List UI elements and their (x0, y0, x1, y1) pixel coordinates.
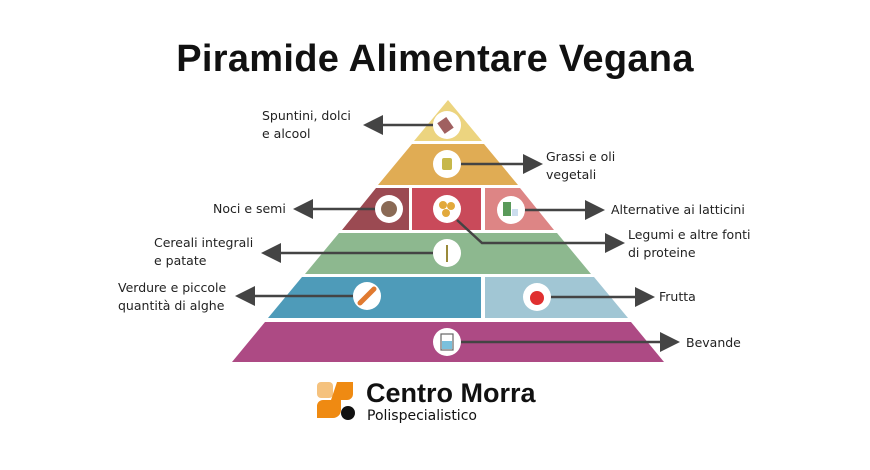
label-dairy-alt: Alternative ai latticini (611, 202, 745, 217)
legumes-icon (433, 195, 461, 223)
label-drinks: Bevande (686, 335, 741, 350)
arrow-legumes (456, 219, 625, 253)
label-nuts: Noci e semi (213, 201, 286, 216)
label-fruit: Frutta (659, 289, 696, 304)
brand-subtitle: Polispecialistico (367, 408, 477, 424)
brand-name: Centro Morra (366, 378, 536, 408)
brand-logo-icon (317, 382, 355, 420)
page-title: Piramide Alimentare Vegana (176, 38, 694, 80)
